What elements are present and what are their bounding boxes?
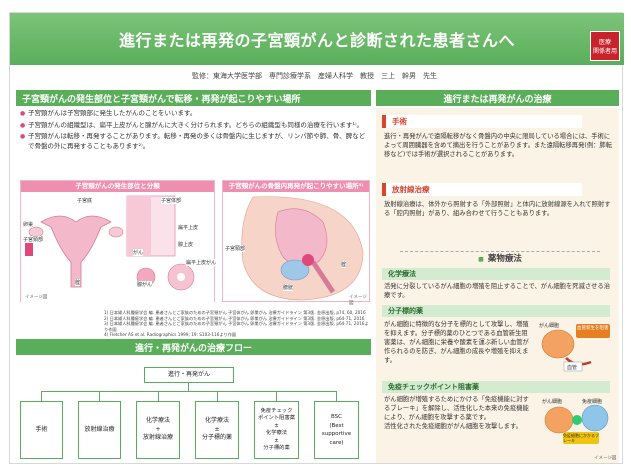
targeted-text: がん細胞に特徴的な分子を標的として攻撃し、増殖を抑えます。分子標的薬のひとつであ… <box>384 321 529 364</box>
flow-leaf-chemoradiation: 化学療法 + 放射線治療 <box>136 401 180 459</box>
figure-title: 子宮頸がんの骨盤内再発が起こりやすい場所³⁾ <box>223 181 369 192</box>
label-vagina: 腟 <box>341 261 347 268</box>
references: 1) 日本婦人科腫瘍学会 編. 患者さんとご家族のための子宮頸がん 子宮体がん … <box>104 310 372 338</box>
reference-item: 4) Fletcher AS et al. Radiographics 1999… <box>104 332 237 337</box>
flow-leaf-checkpoint: 免疫チェック ポイント阻害薬 ± 化学療法 ± 分子標的薬 <box>254 401 299 459</box>
flow-connector <box>217 391 218 401</box>
treatment-column: 手術 進行・再発がんで遠隔転移がなく骨盤内の中央に限局している場合には、手術によ… <box>376 108 619 463</box>
label-bladder: 膀胱 <box>283 284 294 291</box>
label-adeno: 腺がん <box>137 281 153 288</box>
flow-leaf-surgery: 手術 <box>20 401 63 459</box>
figure-anatomy: 子宮頸がんの発生部位と分類 子宮体部 子宮底 卵巣 子宮頸部 腟 扁平上皮 腺上… <box>20 180 217 302</box>
flow-leaf-bsc: BSC (Best supportive care) <box>314 401 359 459</box>
section-heading-treatment: 進行または再発がんの治療 <box>376 90 619 106</box>
label-cancer-cell: がん細胞 <box>542 399 563 405</box>
subheading-chemo: 化学療法 <box>382 268 610 280</box>
header-banner: 進行または再発の子宮頸がんと診断された患者さんへ 医療関係者用 <box>10 13 624 65</box>
label-corpus: 子宮体部 <box>161 197 182 204</box>
label-ovary: 卵巣 <box>23 221 34 228</box>
surgery-text: 進行・再発がんで遠隔転移がなく骨盤内の中央に限局している場合には、手術によって周… <box>384 133 613 158</box>
image-note: イメージ図 <box>25 295 48 300</box>
checkpoint-illustration <box>544 404 609 444</box>
angiogenesis-illustration <box>541 324 610 372</box>
flow-leaf-chemo-targeted: 化学療法 ± 分子標的薬 <box>195 401 239 459</box>
label-cervix: 子宮頸部 <box>225 245 246 252</box>
section-heading-flow: 進行・再発がんの治療フロー <box>16 339 371 355</box>
subheading-targeted: 分子標的薬 <box>382 305 610 317</box>
label-immune-cell: 免疫細胞 <box>582 399 603 405</box>
figure-title: 子宮頸がんの発生部位と分類 <box>21 181 214 192</box>
supervisor-credit: 監修：東海大学医学部 専門診療学系 産婦人科学 教授 三上 幹男 先生 <box>192 72 437 80</box>
label-vessel: 血管 <box>567 365 578 371</box>
flow-connector <box>99 391 100 401</box>
flow-connector <box>336 391 337 401</box>
label-cancer: がん <box>133 249 144 256</box>
tag-line-1: 医療 <box>598 39 611 46</box>
label-squamous: 扁平上皮 <box>178 224 199 231</box>
image-note: イメージ図 <box>349 295 367 306</box>
checkpoint-text: がん細胞が増殖するためにかける「免疫機能に対するブレーキ」を解除し、活性化した本… <box>384 396 529 430</box>
subheading-radiation: 放射線治療 <box>382 183 582 196</box>
bullet-item: 子宮頸がんは転移・再発することがあります。転移・再発の多くは骨盤内に生じますが、… <box>20 132 370 151</box>
chemo-text: 活発に分裂しているがん細胞の増殖を阻止することで、がん細胞を死滅させる治療です。 <box>384 283 611 299</box>
flow-leaf-radiation: 放射線治療 <box>78 401 121 459</box>
drug-therapy-heading: 薬物療法 <box>400 251 600 266</box>
image-note: イメージ図 <box>594 456 617 461</box>
flow-connector <box>41 391 42 401</box>
flow-root: 進行・再発がん <box>144 367 234 383</box>
label-fundus: 子宮底 <box>77 197 93 204</box>
subheading-surgery: 手術 <box>382 115 582 128</box>
flow-connector <box>276 391 277 401</box>
label-vagina: 腟 <box>75 279 81 286</box>
label-cervix: 子宮頸部 <box>23 236 44 243</box>
label-cancer-cell: がん細胞 <box>539 323 560 329</box>
label-brake: 免疫細胞にかかるブレーキ <box>563 433 599 443</box>
flow-connector <box>188 383 189 391</box>
flow-connector <box>158 391 159 401</box>
intro-bullets: 子宮頸がんは子宮頸部に発生したがんのことをいいます。 子宮頸がんの組織型は、扁平… <box>20 109 370 153</box>
label-glandular: 腺上皮 <box>178 241 194 248</box>
reference-item: 3) 日本婦人科腫瘍学会 編. 患者さんとご家族のための子宮頸がん 子宮体がん … <box>104 321 369 332</box>
bullet-item: 子宮頸がんは子宮頸部に発生したがんのことをいいます。 <box>20 109 370 119</box>
reference-item: 1) 日本婦人科腫瘍学会 編. 患者さんとご家族のための子宮頸がん 子宮体がん … <box>104 310 366 315</box>
audience-tag: 医療関係者用 <box>590 31 620 61</box>
bullet-item: 子宮頸がんの組織型は、扁平上皮がんと腺がんに大きく分けられます。どちらの組織型も… <box>20 121 370 131</box>
label-sq-cancer: 扁平上皮がん <box>186 259 217 266</box>
reference-item: 2) 日本婦人科腫瘍学会 編. 患者さんとご家族のための子宮頸がん 子宮体がん … <box>104 315 365 321</box>
poster: 進行または再発の子宮頸がんと診断された患者さんへ 医療関係者用 監修：東海大学医… <box>9 12 624 464</box>
label-angiogenesis: 血管新生を阻害 <box>577 326 609 331</box>
tag-line-2: 関係者用 <box>592 48 617 55</box>
subheading-checkpoint: 免疫チェックポイント阻害薬 <box>382 381 610 393</box>
section-heading-site: 子宮頸がんの発生部位と子宮頸がんで転移・再発が起こりやすい場所 <box>16 90 371 106</box>
page-title: 進行または再発の子宮頸がんと診断された患者さんへ <box>118 31 515 50</box>
flow-connector <box>41 391 336 392</box>
figure-recurrence: 子宮頸がんの骨盤内再発が起こりやすい場所³⁾ 子宮頸部 膀胱 腟 イメージ図 <box>222 180 370 306</box>
treatment-flowchart: 進行・再発がん 手術 放射線治療 化学療法 + 放射線治療 化学療法 ± 分子標… <box>16 359 371 463</box>
radiation-text: 放射線治療は、体外から照射する「外部照射」と体内に放射線源を入れて照射する「腔内… <box>384 201 611 217</box>
